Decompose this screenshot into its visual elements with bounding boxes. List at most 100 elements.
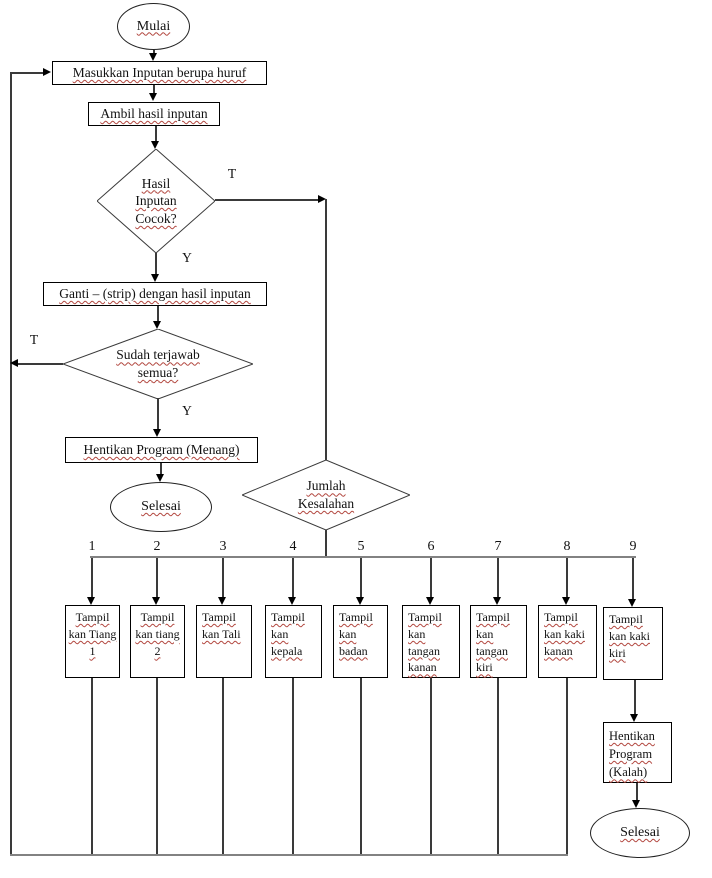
arrowhead-win-end [156, 474, 164, 482]
arrowhead-drop-9 [628, 599, 636, 607]
decision-error-count-label: Jumlah Kesalahan [297, 478, 355, 511]
arrowhead-drop-4 [288, 597, 296, 605]
process-stop-program-win: Hentikan Program (Menang) [65, 437, 258, 463]
decision-error-count: Jumlah Kesalahan [242, 460, 410, 530]
branch-label-match-yes: Y [182, 250, 192, 265]
process-show-left-arm: Tampil kan tangan kiri [470, 605, 527, 678]
branch-label-match-true: T [227, 166, 237, 181]
error-count-9: 9 [629, 539, 637, 554]
arrowhead-return-loop [43, 68, 51, 76]
arrowhead-match-yes [151, 274, 159, 282]
decision-input-match-label: Hasil Inputan Cocok? [135, 175, 177, 226]
flow-line-drop-9 [632, 558, 634, 599]
process-show-pole-2: Tampil kan tiang 2 [130, 605, 185, 678]
arrowhead-lose-end [632, 800, 640, 808]
flow-line-drop-3 [222, 558, 224, 597]
flow-line-input-fetch [153, 85, 155, 93]
flow-line-return-1 [91, 678, 93, 856]
flow-line-return-loop-vertical [10, 72, 12, 856]
flow-line-return-6 [430, 678, 432, 856]
arrowhead-start-input [149, 53, 157, 61]
flow-line-replace-answered [157, 306, 159, 321]
process-stop-program-win-label: Hentikan Program (Menang) [83, 442, 240, 457]
error-count-2: 2 [153, 539, 161, 554]
decision-all-answered-label: Sudah terjawab semua? [116, 347, 200, 380]
arrowhead-drop-2 [152, 597, 160, 605]
arrowhead-answered-true [10, 359, 18, 367]
diamond-shape [97, 149, 215, 253]
flow-line-return-4 [292, 678, 294, 856]
process-show-head: Tampil kan kepala [265, 605, 322, 678]
process-fetch-input: Ambil hasil inputan [88, 102, 220, 126]
terminal-end-win: Selesai [110, 482, 212, 532]
branch-label-answered-yes: Y [182, 403, 192, 418]
process-stop-program-lose-label: Hentikan Program (Kalah) [609, 729, 655, 780]
arrowhead-replace-answered [153, 321, 161, 329]
terminal-end-win-label: Selesai [141, 499, 181, 514]
arrowhead-match-true [318, 195, 326, 203]
flow-line-answered-yes [157, 398, 159, 429]
arrowhead-drop-8 [562, 597, 570, 605]
flow-line-return-2 [156, 678, 158, 856]
terminal-start-label: Mulai [136, 18, 171, 34]
flow-line-return-7 [497, 678, 499, 856]
diamond-shape [63, 329, 253, 399]
flow-line-start-input [153, 50, 155, 54]
flow-line-match-yes [155, 253, 157, 274]
flow-line-bottom-collector [10, 854, 568, 856]
arrowhead-answered-yes [153, 429, 161, 437]
flow-line-drop-6 [430, 558, 432, 597]
flow-line-answered-true [18, 363, 63, 365]
error-count-4: 4 [289, 539, 297, 554]
flow-line-drop-5 [360, 558, 362, 597]
flow-line-match-true-horizontal [215, 199, 318, 201]
arrowhead-input-fetch [149, 93, 157, 101]
flow-line-errors-out [325, 530, 327, 557]
error-count-5: 5 [357, 539, 365, 554]
process-input-letter: Masukkan Inputan berupa huruf [52, 61, 267, 85]
process-stop-program-lose: Hentikan Program (Kalah) [603, 722, 672, 783]
process-fetch-input-label: Ambil hasil inputan [100, 106, 208, 121]
flow-line-match-true-vertical [325, 199, 327, 460]
process-replace-strip-label: Ganti – (strip) dengan hasil inputan [59, 286, 251, 301]
flow-line-drop-2 [156, 558, 158, 597]
flow-line-return-3 [222, 678, 224, 856]
process-show-pole-1: Tampil kan Tiang 1 [65, 605, 120, 678]
error-count-8: 8 [563, 539, 571, 554]
error-count-6: 6 [427, 539, 435, 554]
decision-all-answered: Sudah terjawab semua? [63, 329, 253, 399]
arrowhead-drop-6 [426, 597, 434, 605]
terminal-start: Mulai [117, 3, 190, 50]
flow-line-drop-8 [566, 558, 568, 597]
flow-line-win-end [160, 463, 162, 474]
flow-line-drop-4 [292, 558, 294, 597]
arrowhead-fetch-match [151, 141, 159, 149]
flow-line-fetch-match [155, 126, 157, 141]
flow-line-return-loop-horizontal [10, 72, 44, 74]
arrowhead-drop-7 [493, 597, 501, 605]
terminal-end-lose-label: Selesai [620, 825, 660, 840]
process-input-letter-label: Masukkan Inputan berupa huruf [72, 65, 247, 80]
process-show-rope: Tampil kan Tali [196, 605, 252, 678]
branch-label-answered-true: T [29, 332, 39, 347]
terminal-end-lose: Selesai [590, 808, 690, 858]
error-count-3: 3 [219, 539, 227, 554]
flow-line-drop-1 [91, 558, 93, 597]
process-show-left-leg: Tampil kan kaki kiri [603, 607, 663, 680]
process-replace-strip: Ganti – (strip) dengan hasil inputan [43, 282, 267, 306]
arrowhead-drop-5 [356, 597, 364, 605]
decision-input-match: Hasil Inputan Cocok? [97, 149, 215, 253]
arrowhead-drop-3 [218, 597, 226, 605]
flow-line-return-5 [360, 678, 362, 856]
diamond-shape [242, 460, 410, 530]
flow-line-lose-end [636, 783, 638, 800]
flow-line-drop-7 [497, 558, 499, 597]
flow-line-box9-lose [634, 680, 636, 714]
process-show-right-arm: Tampil kan tangan kanan [402, 605, 460, 678]
error-count-7: 7 [494, 539, 502, 554]
arrowhead-box9-lose [630, 714, 638, 722]
error-count-1: 1 [88, 539, 96, 554]
process-show-right-leg: Tampil kan kaki kanan [538, 605, 597, 678]
flow-line-distribution [90, 556, 636, 558]
